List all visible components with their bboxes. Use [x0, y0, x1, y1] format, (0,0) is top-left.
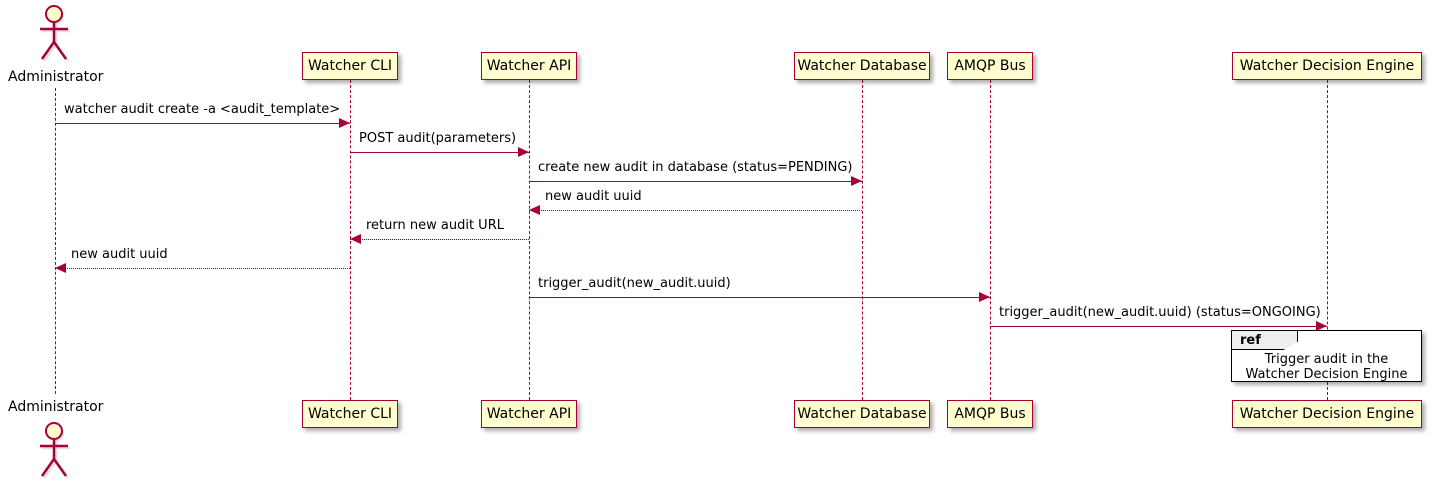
actor-administrator-bottom — [40, 422, 70, 479]
arrowhead-trigger-audit-to-decision-engine — [1316, 321, 1327, 331]
message-label-new-audit-uuid-to-administrator: new audit uuid — [71, 247, 168, 262]
lifeline-watcher-api — [529, 80, 530, 400]
arrowhead-watcher-audit-create — [339, 118, 350, 128]
message-line-post-audit-parameters — [350, 152, 529, 153]
participant-watcher-database-top[interactable]: Watcher Database — [794, 52, 930, 80]
participant-watcher-api-bottom[interactable]: Watcher API — [481, 400, 577, 428]
participant-watcher-api-top[interactable]: Watcher API — [481, 52, 577, 80]
participant-watcher-cli-top[interactable]: Watcher CLI — [302, 52, 398, 80]
actor-label-administrator-top: Administrator — [8, 69, 104, 85]
arrowhead-new-audit-uuid-to-api — [529, 205, 540, 215]
actor-administrator-top — [40, 5, 70, 62]
arrowhead-new-audit-uuid-to-administrator — [55, 263, 66, 273]
message-label-return-new-audit-url: return new audit URL — [366, 218, 504, 233]
message-line-create-new-audit-in-database — [529, 181, 862, 182]
participant-watcher-database-bottom[interactable]: Watcher Database — [794, 400, 930, 428]
participant-amqp-bus-bottom[interactable]: AMQP Bus — [947, 400, 1033, 428]
message-line-new-audit-uuid-to-api — [529, 210, 862, 211]
participant-watcher-decision-engine-bottom[interactable]: Watcher Decision Engine — [1232, 400, 1422, 428]
message-label-trigger-audit-to-decision-engine: trigger_audit(new_audit.uuid) (status=ON… — [999, 305, 1321, 320]
ref-fragment-line-2: Watcher Decision Engine — [1245, 367, 1408, 382]
ref-fragment-line-1: Trigger audit in the — [1264, 352, 1389, 367]
lifeline-amqp-bus — [990, 80, 991, 400]
message-line-return-new-audit-url — [350, 239, 529, 240]
actor-label-administrator-bottom: Administrator — [8, 399, 104, 415]
lifeline-administrator — [55, 88, 56, 394]
arrowhead-create-new-audit-in-database — [851, 176, 862, 186]
arrowhead-trigger-audit-to-bus — [979, 292, 990, 302]
participant-amqp-bus-top[interactable]: AMQP Bus — [947, 52, 1033, 80]
participant-watcher-cli-bottom[interactable]: Watcher CLI — [302, 400, 398, 428]
arrowhead-post-audit-parameters — [518, 147, 529, 157]
ref-fragment-tab-label: ref — [1232, 331, 1298, 350]
message-label-trigger-audit-to-bus: trigger_audit(new_audit.uuid) — [538, 276, 731, 291]
lifeline-watcher-database — [862, 80, 863, 400]
lifeline-watcher-decision-engine — [1327, 80, 1328, 400]
message-line-new-audit-uuid-to-administrator — [55, 268, 350, 269]
message-label-create-new-audit-in-database: create new audit in database (status=PEN… — [538, 160, 853, 175]
message-line-trigger-audit-to-decision-engine — [990, 326, 1327, 327]
message-line-trigger-audit-to-bus — [529, 297, 990, 298]
message-label-watcher-audit-create: watcher audit create -a <audit_template> — [64, 102, 341, 117]
message-line-watcher-audit-create — [55, 123, 350, 124]
ref-fragment-trigger-audit: ref Trigger audit in the Watcher Decisio… — [1231, 330, 1422, 382]
participant-watcher-decision-engine-top[interactable]: Watcher Decision Engine — [1232, 52, 1422, 80]
message-label-new-audit-uuid-to-api: new audit uuid — [545, 189, 642, 204]
message-label-post-audit-parameters: POST audit(parameters) — [359, 131, 517, 146]
arrowhead-return-new-audit-url — [350, 234, 361, 244]
